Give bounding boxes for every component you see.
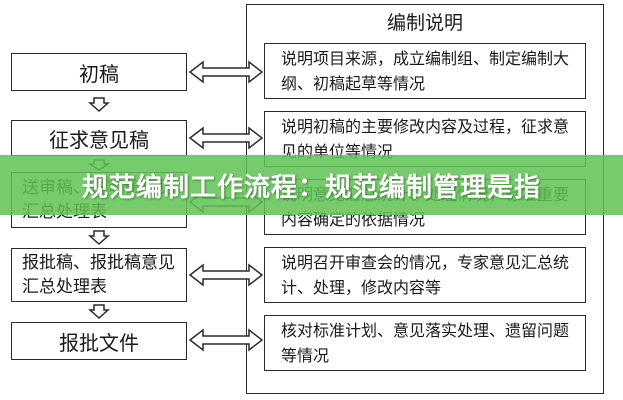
banner-title: 规范编制工作流程：规范编制管理是指 bbox=[81, 172, 541, 203]
description-box-draft: 说明项目来源，成立编制组、制定编制大纲、初稿起草等情况 bbox=[264, 43, 586, 99]
description-text: 核对标准计划、意见落实处理、遗留问题等情况 bbox=[281, 321, 570, 365]
stage-label: 报批文件 bbox=[59, 330, 139, 355]
stage-box-consultation: 征求意见稿 bbox=[11, 120, 187, 156]
down-arrow-icon bbox=[88, 304, 110, 320]
stage-label: 报批稿、报批稿意见汇总处理表 bbox=[22, 253, 175, 297]
stage-label: 征求意见稿 bbox=[49, 127, 149, 152]
down-arrow-icon bbox=[88, 230, 110, 246]
description-text: 说明召开审查会的情况，专家意见汇总统计、处理，修改内容等 bbox=[281, 253, 570, 297]
description-text: 说明项目来源，成立编制组、制定编制大纲、初稿起草等情况 bbox=[281, 49, 570, 93]
stage-box-approval: 报批稿、报批稿意见汇总处理表 bbox=[11, 248, 187, 302]
description-box-approval: 说明召开审查会的情况，专家意见汇总统计、处理，修改内容等 bbox=[264, 247, 586, 303]
stage-label: 初稿 bbox=[79, 61, 119, 86]
stage-box-draft: 初稿 bbox=[11, 53, 187, 91]
panel-title: 编制说明 bbox=[386, 12, 463, 34]
title-banner: 规范编制工作流程：规范编制管理是指 bbox=[0, 155, 623, 215]
stage-box-approval-documents: 报批文件 bbox=[11, 322, 187, 360]
description-box-approval-documents: 核对标准计划、意见落实处理、遗留问题等情况 bbox=[264, 315, 586, 371]
down-arrow-icon bbox=[88, 97, 110, 113]
